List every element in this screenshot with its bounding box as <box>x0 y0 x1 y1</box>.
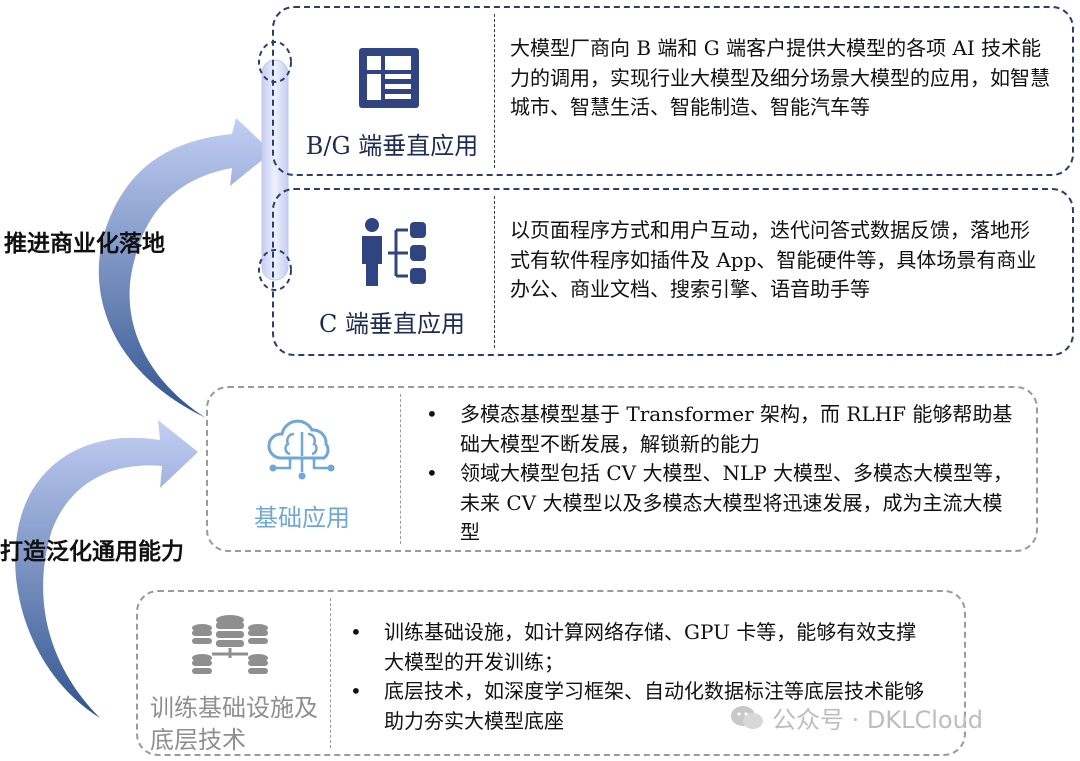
dashboard-icon <box>357 46 421 110</box>
watermark-text: 公众号 · DKLCloud <box>772 706 984 734</box>
tier-bg-box <box>272 6 1074 176</box>
lower-arrow <box>15 420 199 718</box>
list-item: 底层技术，如深度学习框架、自动化数据标注等底层技术能够助力夯实大模型底座 <box>348 677 928 736</box>
tier-base-bullets: 多模态基模型基于 Transformer 架构，而 RLHF 能够帮助基础大模型… <box>424 400 1014 548</box>
tier-base-divider <box>400 394 401 544</box>
list-item: 训练基础设施，如计算网络存储、GPU 卡等，能够有效支撑大模型的开发训练； <box>348 618 928 677</box>
tier-bg-label: B/G 端垂直应用 <box>305 132 479 160</box>
tier-bg-divider <box>494 14 495 168</box>
side-label-commercial: 推进商业化落地 <box>4 231 165 257</box>
tier-infra-divider <box>330 598 331 748</box>
watermark: 公众号 · DKLCloud <box>730 700 983 735</box>
upper-arrow <box>98 118 272 418</box>
tier-c-box <box>272 188 1074 356</box>
tier-base-label: 基础应用 <box>254 504 350 532</box>
list-item: 多模态基模型基于 Transformer 架构，而 RLHF 能够帮助基础大模型… <box>424 400 1014 459</box>
tier-infra-label: 训练基础设施及底层技术 <box>150 694 318 754</box>
tier-infra-box <box>136 590 966 756</box>
user-network-icon <box>358 216 432 290</box>
list-item: 领域大模型包括 CV 大模型、NLP 大模型、多模态大模型等，未来 CV 大模型… <box>424 459 1014 548</box>
tier-bg-description: 大模型厂商向 B 端和 G 端客户提供大模型的各项 AI 技术能力的调用，实现行… <box>510 36 1050 119</box>
side-label-general: 打造泛化通用能力 <box>0 539 184 565</box>
tier-c-description: 以页面程序方式和用户互动，迭代问答式数据反馈，落地形式有软件程序如插件及 App… <box>510 218 1037 301</box>
tier-c-divider <box>494 196 495 348</box>
wechat-icon <box>730 704 764 732</box>
cloud-brain-icon <box>262 418 342 482</box>
database-icon <box>188 612 272 682</box>
tier-base-box <box>206 386 1038 552</box>
tier-infra-bullets: 训练基础设施，如计算网络存储、GPU 卡等，能够有效支撑大模型的开发训练； 底层… <box>348 618 928 736</box>
tier-c-label: C 端垂直应用 <box>319 310 465 338</box>
